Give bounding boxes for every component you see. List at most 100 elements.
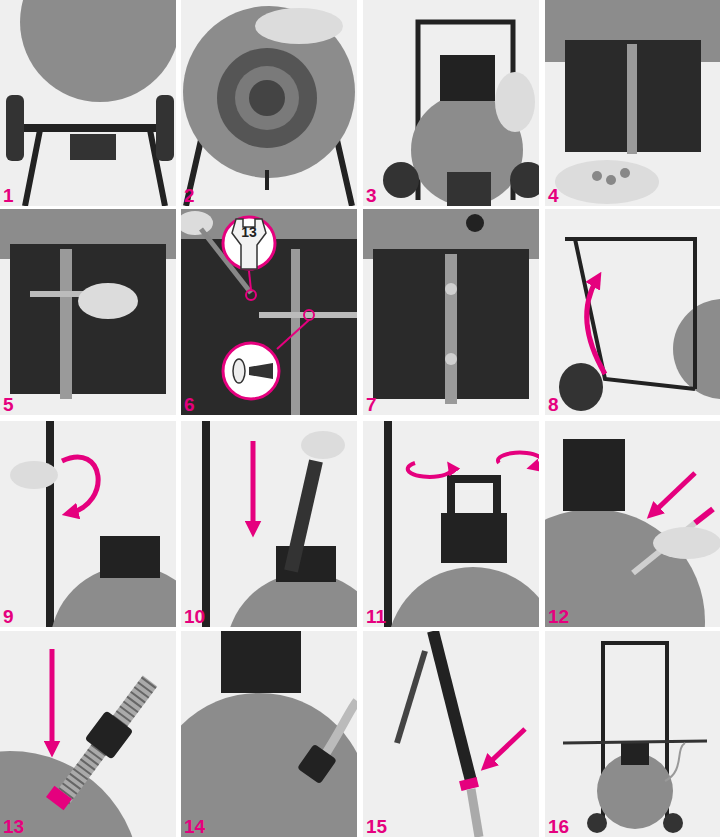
nut bbox=[592, 171, 602, 181]
photo-panel bbox=[181, 209, 357, 415]
wheel bbox=[156, 95, 174, 161]
tank bbox=[181, 693, 357, 837]
step-number: 10 bbox=[184, 606, 205, 627]
photo-panel bbox=[545, 0, 720, 206]
callout-point bbox=[304, 310, 314, 320]
hand bbox=[78, 283, 138, 319]
tank bbox=[545, 509, 705, 627]
bracket bbox=[70, 134, 116, 160]
axle bbox=[20, 124, 160, 132]
step-panel: 8 bbox=[545, 209, 720, 415]
tank-opening bbox=[235, 66, 299, 130]
wheel bbox=[663, 813, 683, 833]
step-number: 5 bbox=[3, 394, 14, 415]
pump bbox=[291, 461, 316, 571]
callout-point bbox=[246, 290, 256, 300]
bolt bbox=[445, 353, 457, 365]
hand bbox=[10, 461, 58, 489]
step-panel: 1 bbox=[0, 0, 176, 206]
valve bbox=[265, 170, 269, 190]
step-panel: 9 bbox=[0, 421, 176, 627]
step-number: 16 bbox=[548, 816, 569, 837]
hose-braid bbox=[62, 681, 150, 799]
step-number: 13 bbox=[3, 816, 24, 837]
step-number: 6 bbox=[184, 394, 195, 415]
photo-background bbox=[363, 631, 539, 837]
hand bbox=[495, 72, 535, 132]
tank-neck bbox=[441, 513, 507, 563]
motion-arrow bbox=[653, 473, 695, 513]
step-panel: 15 bbox=[363, 631, 539, 837]
motion-arrow bbox=[487, 729, 525, 765]
step-panel: 3 bbox=[363, 0, 539, 206]
step-panel: 5 bbox=[0, 209, 176, 415]
motion-arrow bbox=[587, 279, 605, 374]
hand bbox=[181, 211, 213, 235]
bracket-bar bbox=[445, 254, 457, 404]
washer-symbol bbox=[233, 359, 245, 383]
hose-nut bbox=[297, 744, 337, 785]
wheel bbox=[510, 162, 539, 198]
step-number: 9 bbox=[3, 606, 14, 627]
hose bbox=[62, 681, 150, 799]
photo-background bbox=[363, 209, 539, 415]
step-number: 2 bbox=[184, 185, 195, 206]
callout-circle: 13 bbox=[221, 215, 277, 271]
photo-panel bbox=[545, 421, 720, 627]
step-number: 14 bbox=[184, 816, 205, 837]
photo-panel bbox=[0, 421, 176, 627]
step-number: 4 bbox=[548, 185, 559, 206]
bolt bbox=[445, 283, 457, 295]
step-number: 1 bbox=[3, 185, 14, 206]
photo-panel bbox=[545, 631, 720, 837]
nut bbox=[620, 168, 630, 178]
step-panel: 6 13 bbox=[181, 209, 357, 415]
wheel bbox=[559, 363, 603, 411]
wrench-size: 13 bbox=[221, 224, 277, 271]
tank-neck bbox=[621, 743, 649, 765]
step-number: 15 bbox=[366, 816, 387, 837]
photo-panel bbox=[0, 209, 176, 415]
hose bbox=[471, 789, 479, 837]
motion-arrow bbox=[251, 441, 256, 529]
step-panel: 16 bbox=[545, 631, 720, 837]
tank bbox=[387, 567, 539, 627]
wheel bbox=[6, 95, 24, 161]
connector bbox=[46, 786, 72, 810]
step-panel: 7 bbox=[363, 209, 539, 415]
bolt bbox=[259, 312, 357, 318]
step-panel: 4 bbox=[545, 0, 720, 206]
tank bbox=[20, 0, 176, 102]
tank bbox=[183, 6, 355, 178]
bracket bbox=[447, 172, 491, 206]
photo-panel bbox=[545, 209, 720, 415]
cart-handle bbox=[46, 421, 54, 627]
step-panel: 2 bbox=[181, 0, 357, 206]
callout-outline bbox=[221, 215, 277, 271]
motion-arrow bbox=[62, 457, 98, 513]
bracket-bar bbox=[60, 249, 72, 399]
tank-neck bbox=[221, 631, 301, 693]
motion-arrow bbox=[50, 649, 55, 749]
pliers-symbol bbox=[249, 363, 273, 379]
photo-background bbox=[181, 0, 357, 206]
spray-wand bbox=[433, 631, 471, 781]
photo-background bbox=[545, 0, 720, 206]
photo-background bbox=[545, 631, 720, 837]
photo-panel bbox=[181, 0, 357, 206]
hand bbox=[653, 527, 720, 559]
tank-opening bbox=[249, 80, 285, 116]
photo-background bbox=[545, 209, 720, 415]
hose bbox=[665, 743, 685, 781]
photo-panel bbox=[181, 631, 357, 837]
step-panel: 13 bbox=[0, 631, 176, 837]
step-number: 12 bbox=[548, 606, 569, 627]
photo-background bbox=[0, 209, 176, 415]
leader-line bbox=[277, 320, 309, 349]
photo-panel bbox=[181, 421, 357, 627]
photo-background bbox=[181, 209, 357, 415]
step-panel: 11 bbox=[363, 421, 539, 627]
tank-neck bbox=[100, 536, 160, 578]
photo-panel bbox=[363, 631, 539, 837]
